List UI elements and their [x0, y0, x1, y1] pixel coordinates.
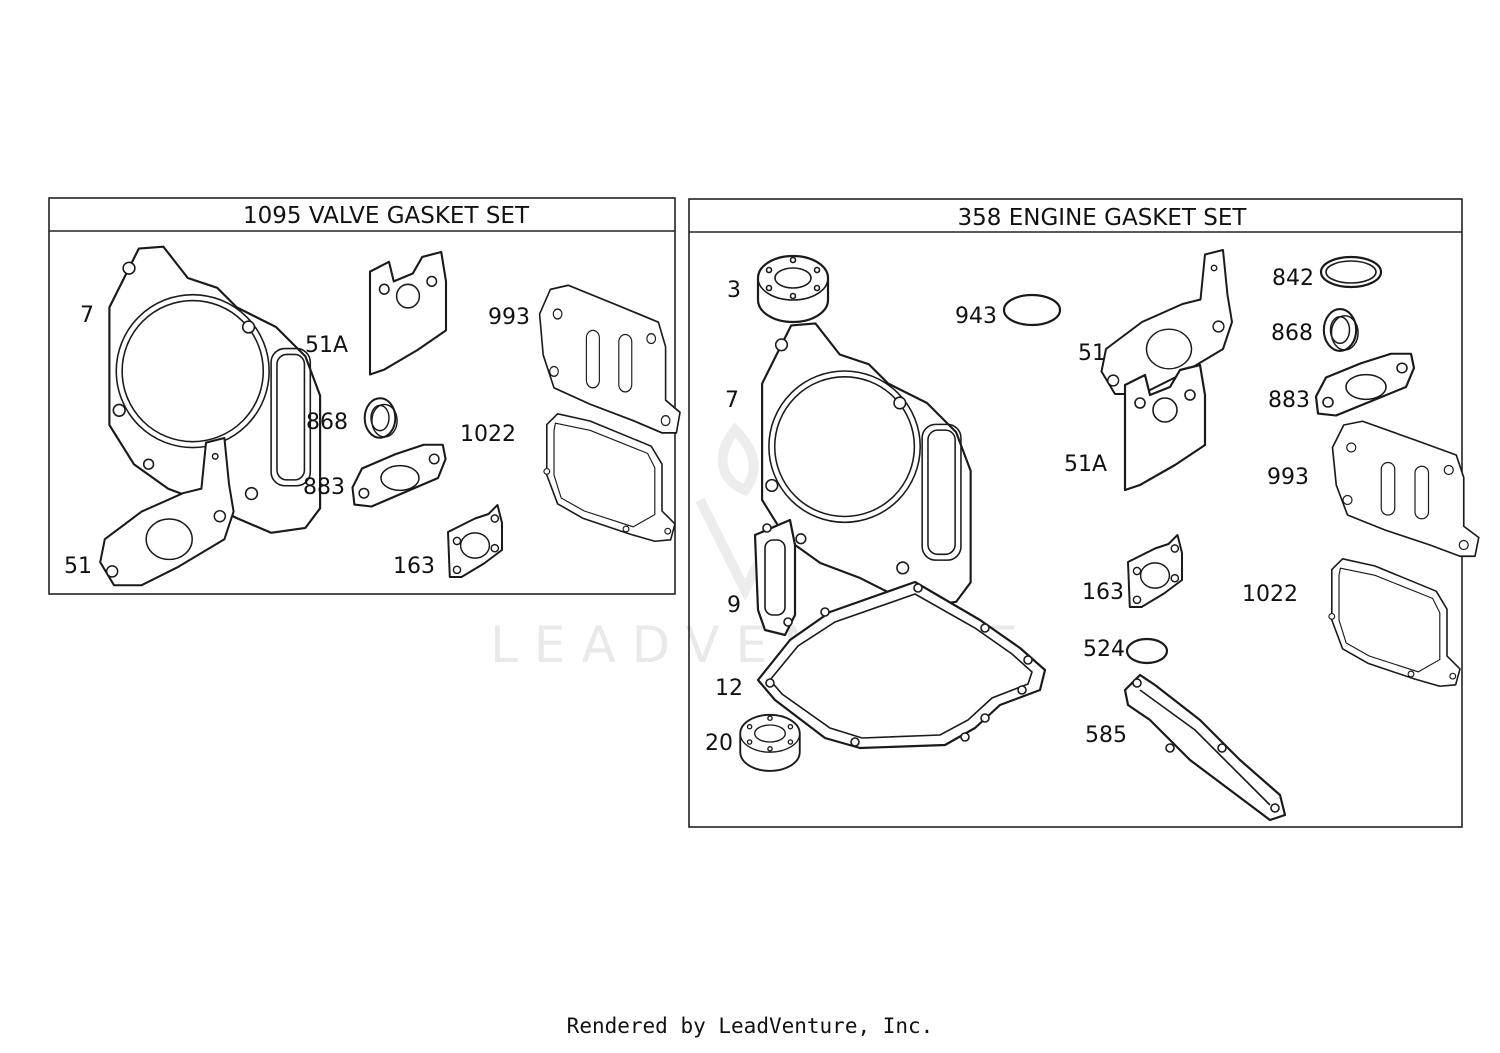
part-883-carb-gasket[interactable] — [1314, 352, 1416, 417]
label-part-12: 12 — [715, 676, 743, 701]
part-163-small-gasket[interactable] — [1127, 534, 1183, 608]
label-part-163: 163 — [393, 554, 435, 579]
label-part-943: 943 — [955, 304, 997, 329]
part-9-gasket[interactable] — [753, 518, 797, 637]
part-585-gasket[interactable] — [1123, 673, 1287, 822]
label-part-993: 993 — [488, 305, 530, 330]
panel-engine-gasket-set: 358 ENGINE GASKET SET — [688, 198, 1480, 828]
label-part-7: 7 — [80, 303, 94, 328]
label-part-3: 3 — [727, 278, 741, 303]
label-part-51: 51 — [1078, 341, 1106, 366]
label-part-7: 7 — [725, 388, 739, 413]
part-524-o-ring[interactable] — [1125, 637, 1169, 665]
label-part-51a: 51A — [305, 333, 348, 358]
label-part-842: 842 — [1272, 266, 1314, 291]
label-part-524: 524 — [1083, 637, 1125, 662]
part-163-small-gasket[interactable] — [447, 504, 503, 578]
panel-valve-gasket-set: 1095 VALVE GASKET SET 7 51A 993 868 1022… — [48, 197, 681, 595]
part-868-oil-seal[interactable] — [363, 397, 399, 439]
part-993-valve-cover-gasket[interactable] — [538, 284, 681, 434]
panel-frame — [48, 197, 676, 595]
label-part-1022: 1022 — [460, 422, 516, 447]
label-part-883: 883 — [303, 475, 345, 500]
part-883-carb-gasket[interactable] — [351, 443, 447, 508]
label-part-868: 868 — [1271, 321, 1313, 346]
part-943-o-ring[interactable] — [1002, 293, 1062, 327]
label-part-585: 585 — [1085, 723, 1127, 748]
part-3-crank-seal[interactable] — [756, 254, 830, 324]
part-868-oil-seal[interactable] — [1322, 308, 1360, 352]
part-51-intake-gasket[interactable] — [1100, 249, 1233, 395]
label-part-1022: 1022 — [1242, 582, 1298, 607]
panel-title: 358 ENGINE GASKET SET — [958, 205, 1248, 231]
part-51a-spacer-plate[interactable] — [1123, 363, 1207, 492]
label-part-883: 883 — [1268, 388, 1310, 413]
part-20-crank-seal[interactable] — [739, 713, 801, 772]
part-12-crankcase-gasket[interactable] — [756, 580, 1047, 750]
part-993-valve-cover-gasket[interactable] — [1331, 420, 1480, 558]
part-1022-rocker-gasket[interactable] — [1328, 558, 1461, 688]
watermark-flame-icon — [717, 422, 759, 497]
footer-credit: Rendered by LeadVenture, Inc. — [566, 1014, 934, 1038]
part-842-o-ring[interactable] — [1319, 255, 1383, 289]
part-1022-rocker-gasket[interactable] — [543, 413, 676, 543]
label-part-51a: 51A — [1064, 452, 1107, 477]
label-part-868: 868 — [306, 410, 348, 435]
label-part-163: 163 — [1082, 580, 1124, 605]
panel-title: 1095 VALVE GASKET SET — [243, 203, 530, 229]
label-part-9: 9 — [727, 593, 741, 618]
label-part-20: 20 — [705, 731, 733, 756]
label-part-51: 51 — [64, 554, 92, 579]
part-51a-spacer-plate[interactable] — [368, 250, 448, 376]
label-part-993: 993 — [1267, 465, 1309, 490]
